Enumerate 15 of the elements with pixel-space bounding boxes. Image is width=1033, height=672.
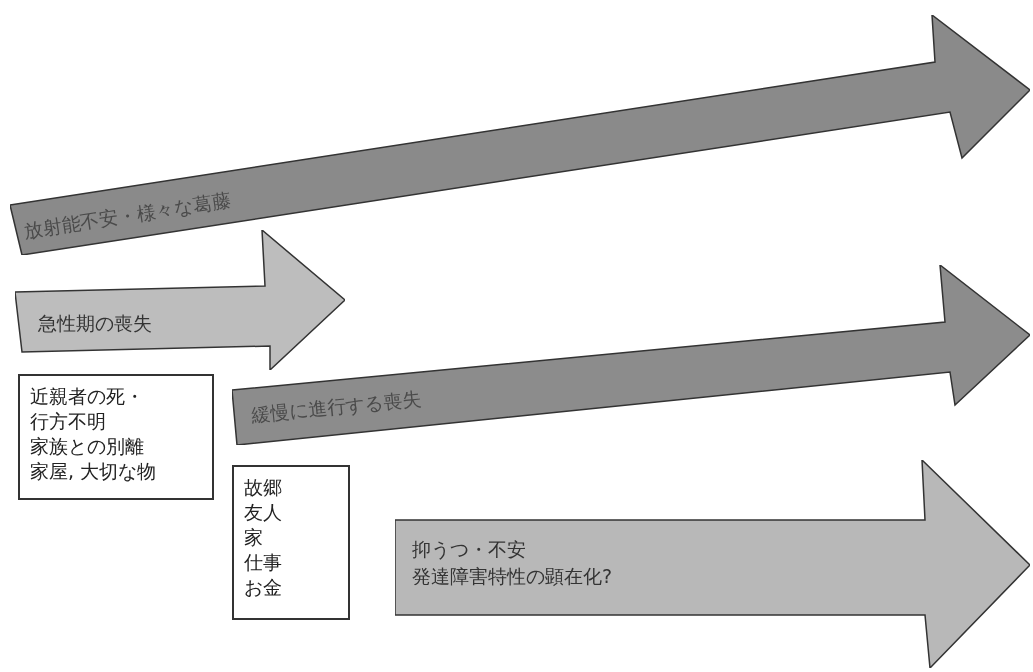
list-item: 家族との別離 (30, 434, 145, 459)
arrow-label: 放射能不安・様々な葛藤 (22, 187, 233, 244)
list-item: 家屋, 大切な物 (30, 459, 158, 484)
arrow-label: 抑うつ・不安 (412, 537, 527, 562)
arrow-label: 発達障害特性の顕在化? (412, 564, 613, 589)
text-box (18, 374, 214, 500)
arrow-label: 急性期の喪失 (38, 311, 152, 336)
list-item: 仕事 (244, 550, 283, 575)
list-item: 家 (244, 525, 264, 550)
text-box (232, 465, 350, 620)
list-item: お金 (244, 575, 283, 600)
arrow-label: 緩慢に進行する喪失 (250, 386, 423, 428)
list-item: 故郷 (244, 475, 283, 500)
list-item: 近親者の死・行方不明 (30, 384, 145, 434)
list-item: 友人 (244, 500, 283, 525)
